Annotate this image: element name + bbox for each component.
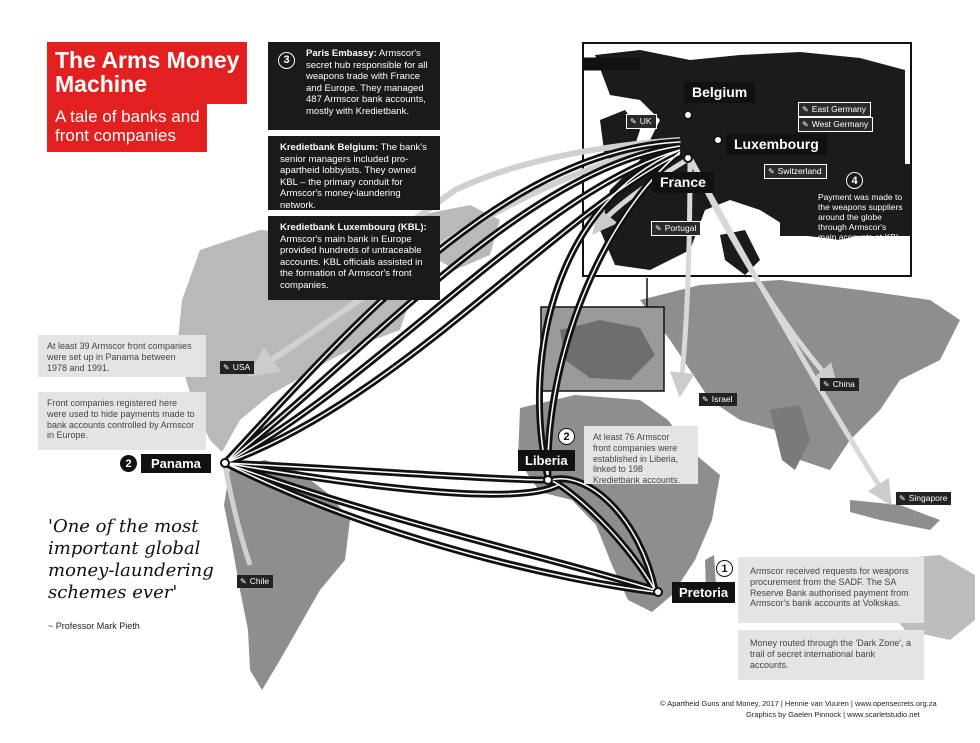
kb-belgium-heading: Kredietbank Belgium: (280, 142, 379, 153)
pretoria-label: Pretoria (672, 582, 736, 603)
page-title: The Arms Money Machine (55, 47, 240, 97)
liberia-node (543, 475, 553, 485)
paris-heading: Paris Embassy: (306, 48, 377, 59)
tag-chile: ✎Chile (237, 575, 274, 588)
pretoria-node (653, 587, 663, 597)
belgium-label: Belgium (684, 82, 756, 103)
tag-uk: ✎UK (626, 114, 657, 129)
page-subtitle: A tale of banks and front companies (55, 107, 200, 145)
panama-marker: 2 Panama (120, 454, 211, 473)
quote-attribution: ~ Professor Mark Pieth (48, 621, 140, 631)
panama-info-box-2: Front companies registered here were use… (38, 392, 206, 450)
tag-portugal: ✎Portugal (651, 221, 702, 236)
belgium-node (683, 110, 693, 120)
kbl-text: Armscor's main bank in Europe provided h… (280, 233, 423, 291)
liberia-info-box: At least 76 Armscor front companies were… (584, 426, 698, 485)
tag-china: ✎China (820, 378, 859, 391)
kbl-box: Kredietbank Luxembourg (KBL): Armscor's … (268, 216, 440, 300)
tag-israel: ✎Israel (699, 393, 737, 406)
panama-label: Panama (141, 454, 211, 473)
title-background (47, 42, 247, 104)
luxembourg-node (713, 135, 723, 145)
payment-text: Payment was made to the weapons supplier… (818, 192, 904, 242)
gun-icon: ✎ (899, 494, 906, 503)
kbl-heading: Kredietbank Luxembourg (KBL): (280, 222, 427, 233)
tag-switzerland: ✎Switzerland (764, 164, 827, 179)
step-3-badge: 3 (278, 52, 295, 69)
panama-info-box-1: At least 39 Armscor front companies were… (38, 335, 206, 377)
tag-singapore: ✎Singapore (896, 492, 952, 505)
paris-text: Armscor's secret hub responsible for all… (306, 48, 428, 117)
footer-credit-2: Graphics by Gaelen Pinnock | www.scarlet… (746, 710, 920, 719)
step-4-badge: 4 (846, 172, 863, 189)
gun-icon: ✎ (240, 577, 247, 586)
tag-east-germany: ✎East Germany (798, 102, 872, 117)
pretoria-info-box-2: Money routed through the 'Dark Zone', a … (738, 630, 924, 680)
gun-icon: ✎ (768, 167, 775, 176)
france-node (683, 153, 693, 163)
panama-node (220, 458, 230, 468)
gun-icon: ✎ (655, 224, 662, 233)
paris-embassy-box: 3 Paris Embassy: Armscor's secret hub re… (268, 42, 440, 130)
subtitle-background (47, 104, 207, 152)
luxembourg-label: Luxembourg (726, 134, 827, 155)
kb-belgium-text: The bank's senior managers included pro-… (280, 142, 427, 211)
gun-icon: ✎ (223, 363, 230, 372)
gun-icon: ✎ (823, 380, 830, 389)
footer-credit-1: © Apartheid Guns and Money, 2017 | Henni… (660, 699, 937, 708)
step-2-badge-liberia: 2 (558, 428, 575, 445)
asia-shape (640, 280, 960, 470)
indonesia-shape (850, 500, 940, 530)
india-shape (770, 405, 810, 470)
step-1-badge: 1 (716, 560, 733, 577)
kredietbank-belgium-box: Kredietbank Belgium: The bank's senior m… (268, 136, 440, 211)
gun-icon: ✎ (630, 117, 637, 126)
gun-icon: ✎ (802, 120, 809, 129)
liberia-label: Liberia (518, 450, 575, 471)
south-america-shape (224, 460, 350, 690)
france-label: France (652, 172, 714, 193)
tag-west-germany: ✎West Germany (798, 117, 874, 132)
step-2-badge-panama: 2 (120, 455, 137, 472)
gun-icon: ✎ (802, 105, 809, 114)
gun-icon: ✎ (702, 395, 709, 404)
tag-usa: ✎USA (220, 361, 255, 374)
pull-quote: 'One of the most important global money-… (48, 516, 214, 603)
pretoria-info-box-1: Armscor received requests for weapons pr… (738, 557, 924, 623)
